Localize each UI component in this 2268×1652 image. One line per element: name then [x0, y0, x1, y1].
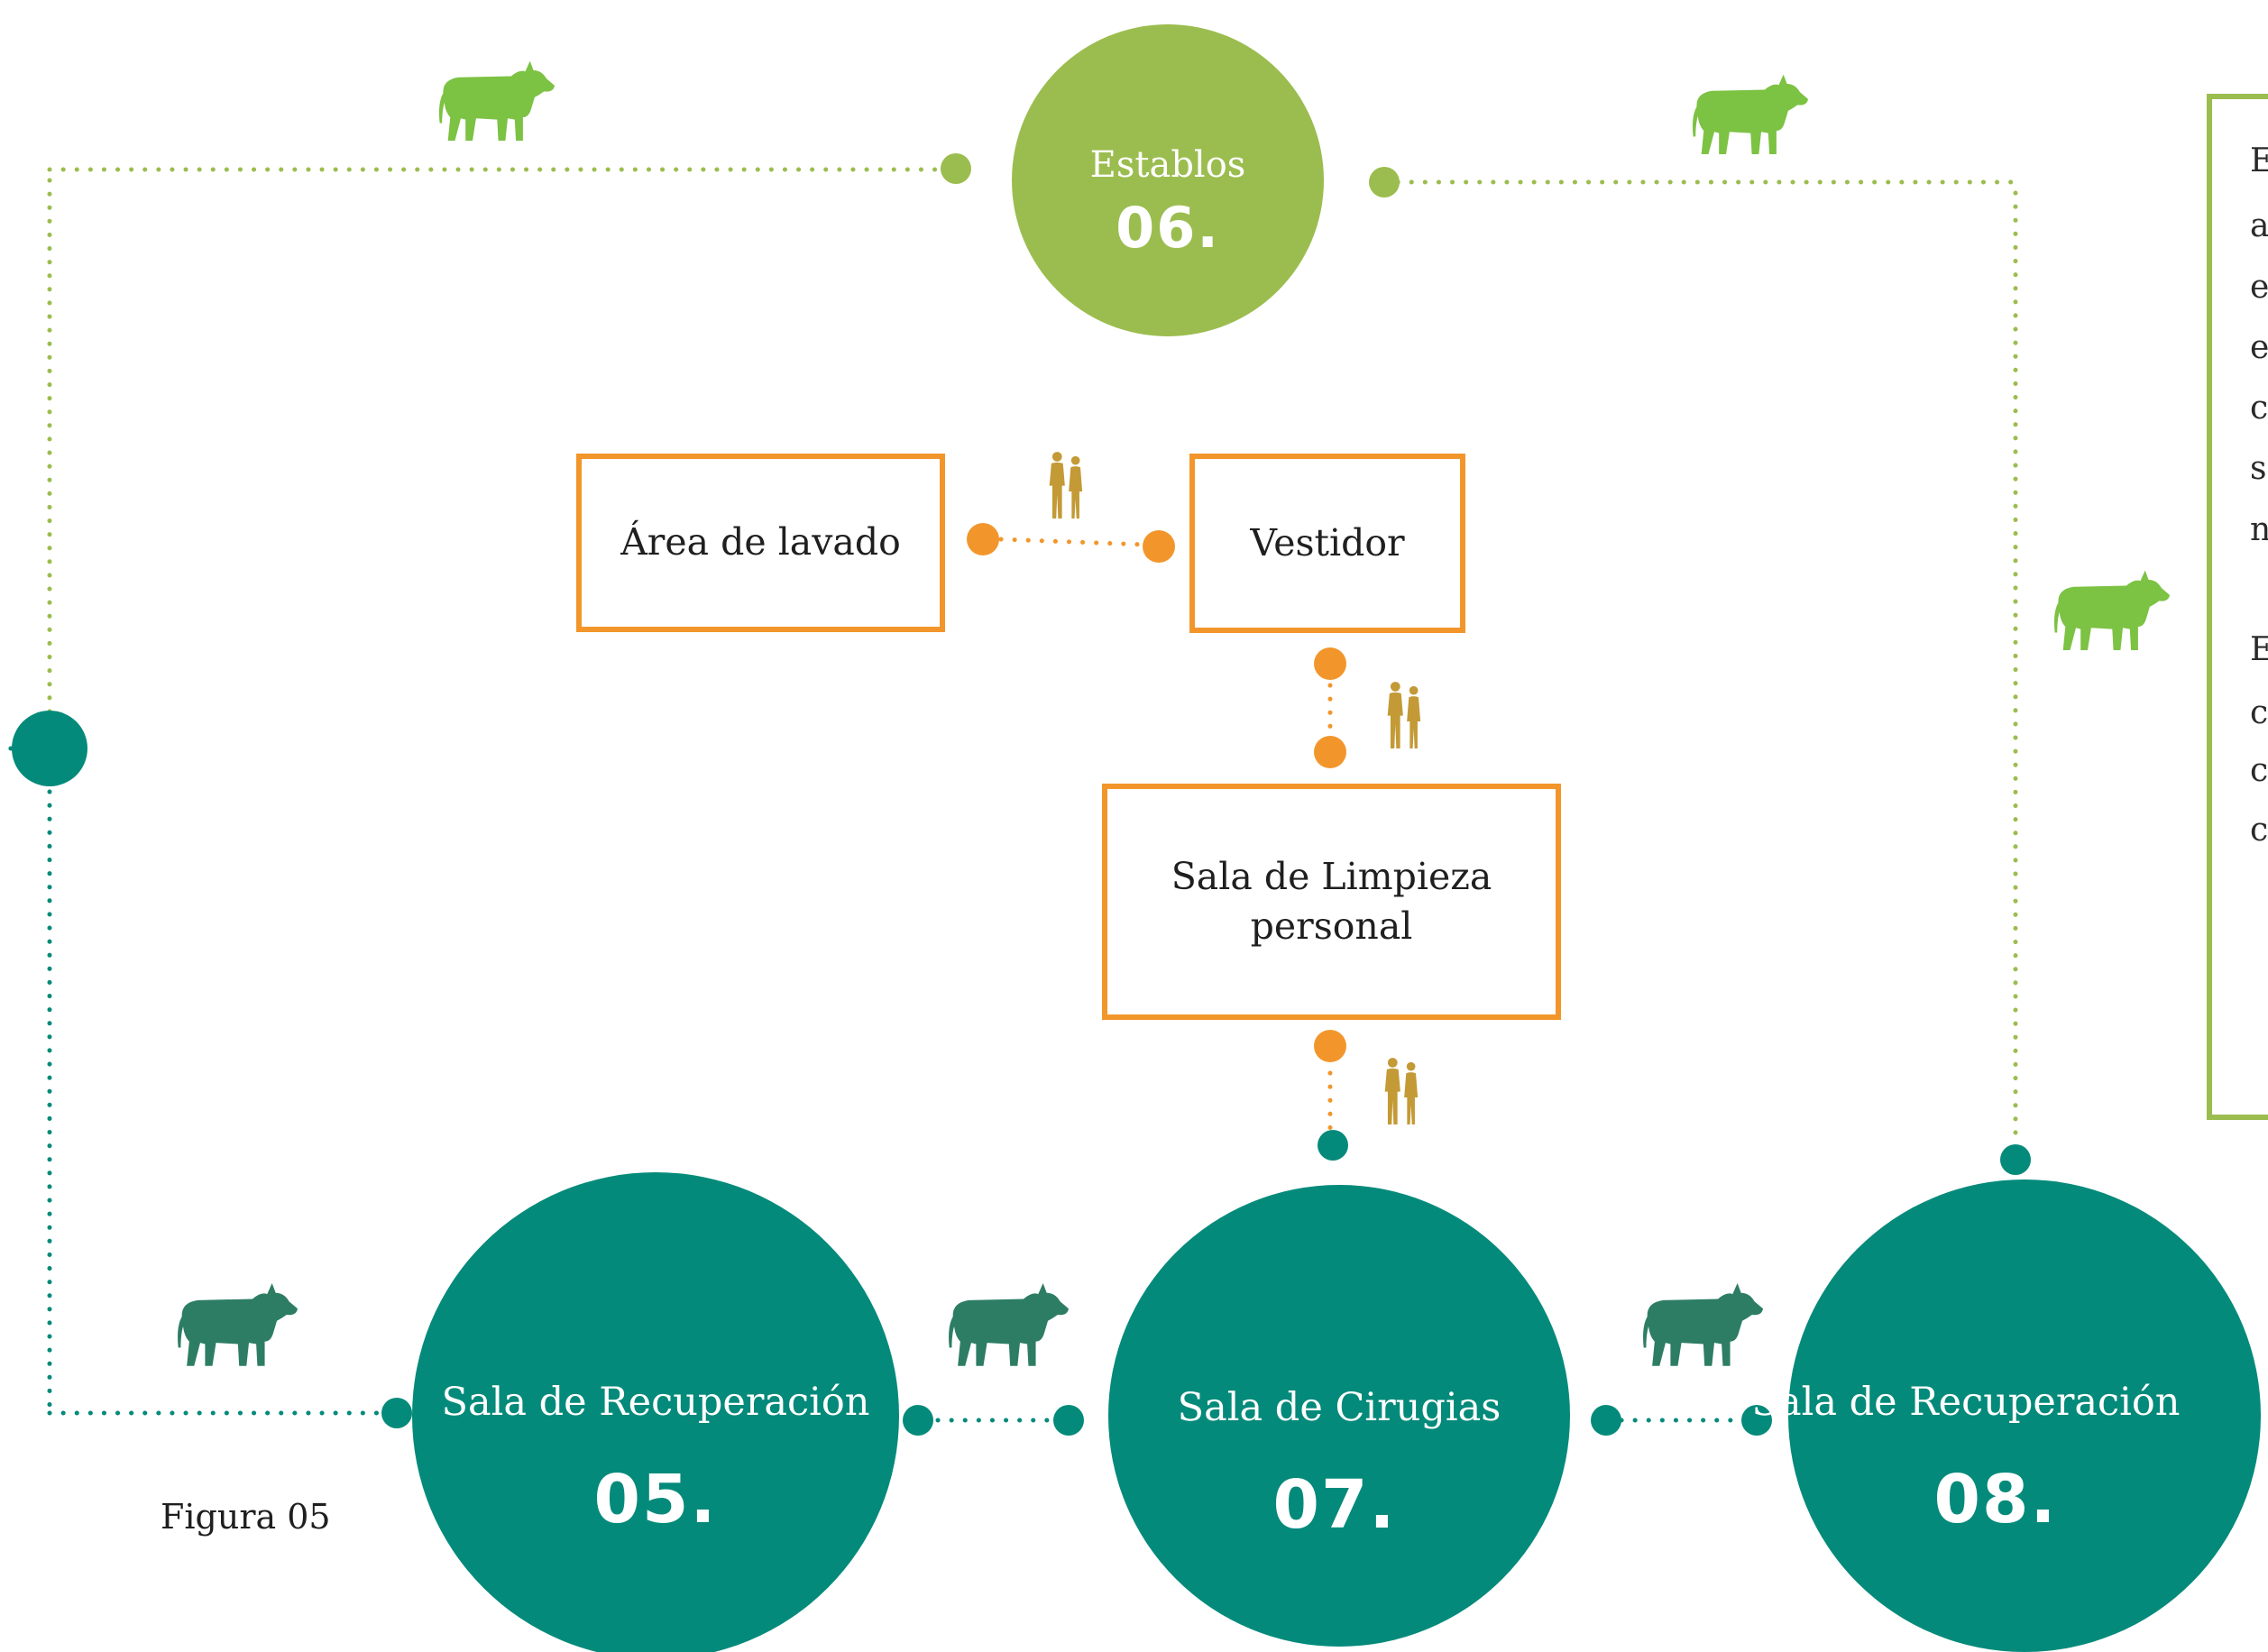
- side-panel-line: c: [2250, 752, 2268, 789]
- dot-establos-left: [941, 153, 971, 184]
- side-panel-line: s: [2250, 450, 2267, 487]
- dot-limpieza-bottom: [1314, 1030, 1346, 1062]
- box-frame-lavado: [576, 454, 945, 632]
- side-panel-frame: [2207, 94, 2268, 1120]
- junction-left-node: [12, 711, 87, 786]
- dot-cirugias-top: [1318, 1130, 1348, 1161]
- dot-lavado-right: [967, 523, 999, 555]
- people-icon: [1049, 452, 1083, 519]
- side-panel-line: e: [2250, 329, 2268, 366]
- node-circle-recuperacion-08: [1788, 1179, 2261, 1652]
- side-panel-line: E: [2250, 631, 2268, 668]
- dot-establos-right: [1369, 167, 1400, 197]
- node-label-recuperacion-08: Sala de Recuperación: [1751, 1380, 2181, 1425]
- box-label-vestidor: Vestidor: [1250, 520, 1405, 564]
- node-number-cirugias: 07.: [1272, 1466, 1397, 1544]
- dot-05-left: [381, 1398, 412, 1428]
- node-label-establos: Establos: [1089, 144, 1246, 186]
- cow-icon: [438, 60, 555, 141]
- cow-icon: [2053, 570, 2170, 650]
- green-dots: [941, 153, 1400, 197]
- cow-icon: [178, 1282, 298, 1366]
- dot-07-right: [1591, 1405, 1621, 1436]
- teal-route: [0, 746, 1743, 1423]
- dot-07-left: [1053, 1405, 1084, 1436]
- orange-dots: [967, 523, 1346, 1062]
- connector-lavado-to-vestidor: [998, 537, 1148, 547]
- dot-08-left: [1741, 1405, 1772, 1436]
- side-panel-line: n: [2250, 511, 2268, 548]
- side-panel-line: E: [2250, 142, 2268, 179]
- node-number-recuperacion-05: 05.: [593, 1461, 718, 1538]
- green-route: [47, 167, 2018, 1144]
- side-panel-line: e: [2250, 269, 2268, 306]
- orange-route: [998, 537, 1333, 1134]
- people-icon: [1387, 682, 1421, 748]
- teal-dots: [12, 711, 2031, 1436]
- box-label-lavado: Área de lavado: [620, 520, 901, 564]
- side-panel-line: c: [2250, 694, 2268, 731]
- dot-vestidor-bottom: [1314, 647, 1346, 680]
- people-icon: [1384, 1058, 1419, 1124]
- dot-08-top: [2000, 1144, 2031, 1175]
- cow-icon: [1692, 74, 1808, 154]
- cow-icon: [1643, 1282, 1763, 1366]
- node-circle-establos: [1012, 24, 1324, 336]
- node-label-cirugias: Sala de Cirugias: [1177, 1385, 1501, 1430]
- dot-limpieza-top: [1314, 736, 1346, 768]
- dot-05-right: [903, 1405, 933, 1436]
- side-panel-line: c: [2250, 812, 2268, 849]
- box-label-limpieza: Sala de Limpieza personal: [1171, 854, 1492, 948]
- side-panel-line: c: [2250, 390, 2268, 427]
- box-frame-limpieza: [1102, 784, 1561, 1020]
- dot-vestidor-left: [1143, 530, 1175, 563]
- node-circle-cirugias: [1108, 1185, 1570, 1647]
- node-number-recuperacion-08: 08.: [1933, 1461, 2058, 1538]
- cow-icon: [949, 1282, 1069, 1366]
- node-number-establos: 06.: [1116, 195, 1220, 261]
- side-panel-line: a: [2250, 207, 2268, 244]
- node-label-recuperacion-05: Sala de Recuperación: [441, 1380, 870, 1425]
- box-frame-vestidor: [1189, 454, 1465, 633]
- node-circle-recuperacion-05: [412, 1172, 899, 1652]
- figure-caption: Figura 05: [161, 1497, 331, 1537]
